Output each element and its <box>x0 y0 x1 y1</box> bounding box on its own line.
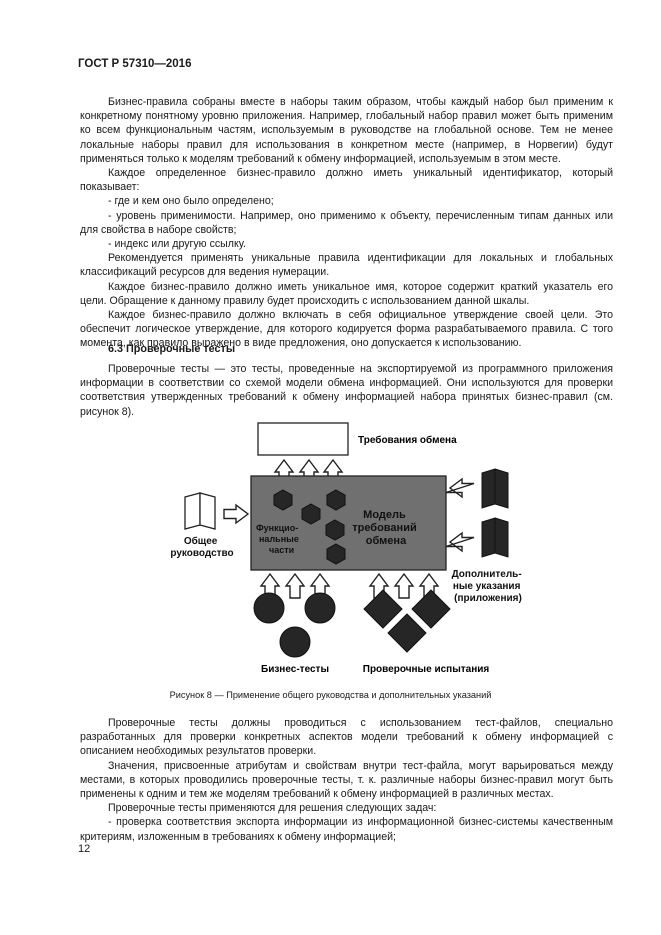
page-number: 12 <box>78 843 91 855</box>
svg-text:Дополнитель- ные указания: Дополнитель- ные указания (приложения) <box>452 569 525 604</box>
paragraph: Каждое бизнес-правило должно иметь уника… <box>80 280 613 307</box>
paragraph: Рекомендуется применять уникальные прави… <box>80 252 613 279</box>
circle-icon <box>253 592 285 624</box>
arrow-left-icon <box>445 478 475 498</box>
list-item: - уровень применимости. Например, оно пр… <box>80 209 613 236</box>
model-label-1: Модель <box>363 509 406 521</box>
functional-parts-hexagons <box>273 489 346 565</box>
document-header: ГОСТ Р 57310—2016 <box>78 58 192 70</box>
text-block-3: Проверочные тесты должны проводиться с и… <box>80 716 613 844</box>
text-block-2: Проверочные тесты — это тесты, проведенн… <box>80 362 613 419</box>
exchange-requirements-label: Требования обмена <box>358 434 457 446</box>
text-block-1: Бизнес-правила собраны вместе в наборы т… <box>80 95 613 351</box>
diamond-icon <box>411 589 451 629</box>
functional-parts-label-3: части <box>269 545 294 555</box>
general-guide-label-2: руководство <box>170 548 233 559</box>
hexagon-icon <box>326 489 346 511</box>
paragraph: Каждое определенное бизнес-правило должн… <box>80 167 613 194</box>
functional-parts-label-2: нальные <box>259 534 299 544</box>
figure-caption: Рисунок 8 — Применение общего руководств… <box>169 690 492 700</box>
model-label-3: обмена <box>366 535 407 547</box>
paragraph: Проверочные тесты должны проводиться с и… <box>80 717 613 758</box>
model-label-2: требований <box>352 522 417 534</box>
additional-guide-book-icon <box>481 468 509 509</box>
paragraph: Каждое бизнес-правило должно включать в … <box>80 309 613 350</box>
functional-parts-label-1: Функцио- <box>256 523 298 533</box>
svg-text:Общее руководство: Общее руководство <box>170 535 233 559</box>
hexagon-icon <box>325 519 345 541</box>
diamond-icon <box>387 613 427 653</box>
list-item: - где и кем оно было определено; <box>108 195 274 208</box>
list-item: - проверка соответствия экспорта информа… <box>80 816 613 843</box>
arrow-right-icon <box>223 504 249 524</box>
figure-8-diagram: Требования обмена Функцио- нальные части… <box>170 422 525 675</box>
hexagon-icon <box>273 489 293 511</box>
paragraph: Значения, присвоенные атрибутам и свойст… <box>80 759 613 801</box>
arrow-up-icon <box>394 573 414 599</box>
paragraph: Проверочные тесты — это тесты, проведенн… <box>80 363 613 418</box>
hexagon-icon <box>301 503 321 525</box>
svg-text:Модель требований обме: Модель требований обмена <box>352 509 420 547</box>
additional-guidance-label-2: ные указания <box>453 581 521 592</box>
general-guide-book-icon <box>184 492 216 530</box>
paragraph: Бизнес-правила собраны вместе в наборы т… <box>80 96 613 165</box>
hexagon-icon <box>326 543 346 565</box>
circle-icon <box>279 626 311 658</box>
additional-guide-book-icon <box>481 517 509 558</box>
business-tests-circles <box>253 592 336 658</box>
verification-tests-diamonds <box>363 589 451 653</box>
arrow-left-icon <box>445 532 475 552</box>
diamond-icon <box>363 589 403 629</box>
svg-text:Функцио- нальные части: Функцио- нальные части <box>256 523 301 555</box>
section-title: 6.3 Проверочные тесты <box>108 343 236 355</box>
circle-icon <box>304 592 336 624</box>
business-tests-label: Бизнес-тесты <box>261 664 329 675</box>
list-item: - индекс или другую ссылку. <box>108 238 246 251</box>
arrow-up-icon <box>285 573 305 599</box>
verification-tests-label: Проверочные испытания <box>363 664 490 675</box>
additional-guidance-label-3: (приложения) <box>454 593 522 604</box>
general-guide-label-1: Общее <box>184 535 218 547</box>
paragraph: Проверочные тесты применяются для решени… <box>108 802 437 815</box>
additional-guidance-label-1: Дополнитель- <box>452 569 522 580</box>
exchange-requirements-box <box>257 422 349 456</box>
